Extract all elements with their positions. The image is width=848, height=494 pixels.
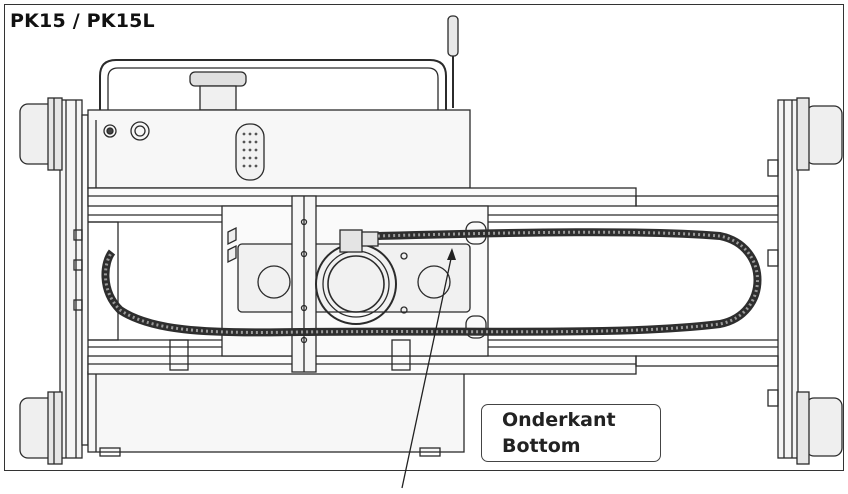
right-bottom-wheel [796, 391, 843, 465]
left-bottom-wheel [19, 391, 63, 465]
left-top-wheel [19, 97, 63, 171]
pointer-line [401, 253, 453, 489]
upper-body [87, 109, 471, 189]
model-title: PK15 / PK15L [10, 10, 155, 32]
right-top-wheel [796, 97, 843, 171]
handle [99, 59, 447, 110]
right-end-plate [767, 99, 799, 459]
callout-label-english: Bottom [502, 435, 581, 457]
pointer-arrowhead [447, 248, 456, 260]
callout-label-dutch: Onderkant [502, 409, 616, 431]
callout-box: Onderkant Bottom [481, 404, 661, 462]
hose [101, 228, 762, 337]
left-end-plate [59, 99, 89, 459]
lower-body [87, 371, 465, 457]
left-frame-bracket [73, 221, 119, 341]
filler-cap [189, 71, 247, 111]
antenna [447, 15, 459, 108]
